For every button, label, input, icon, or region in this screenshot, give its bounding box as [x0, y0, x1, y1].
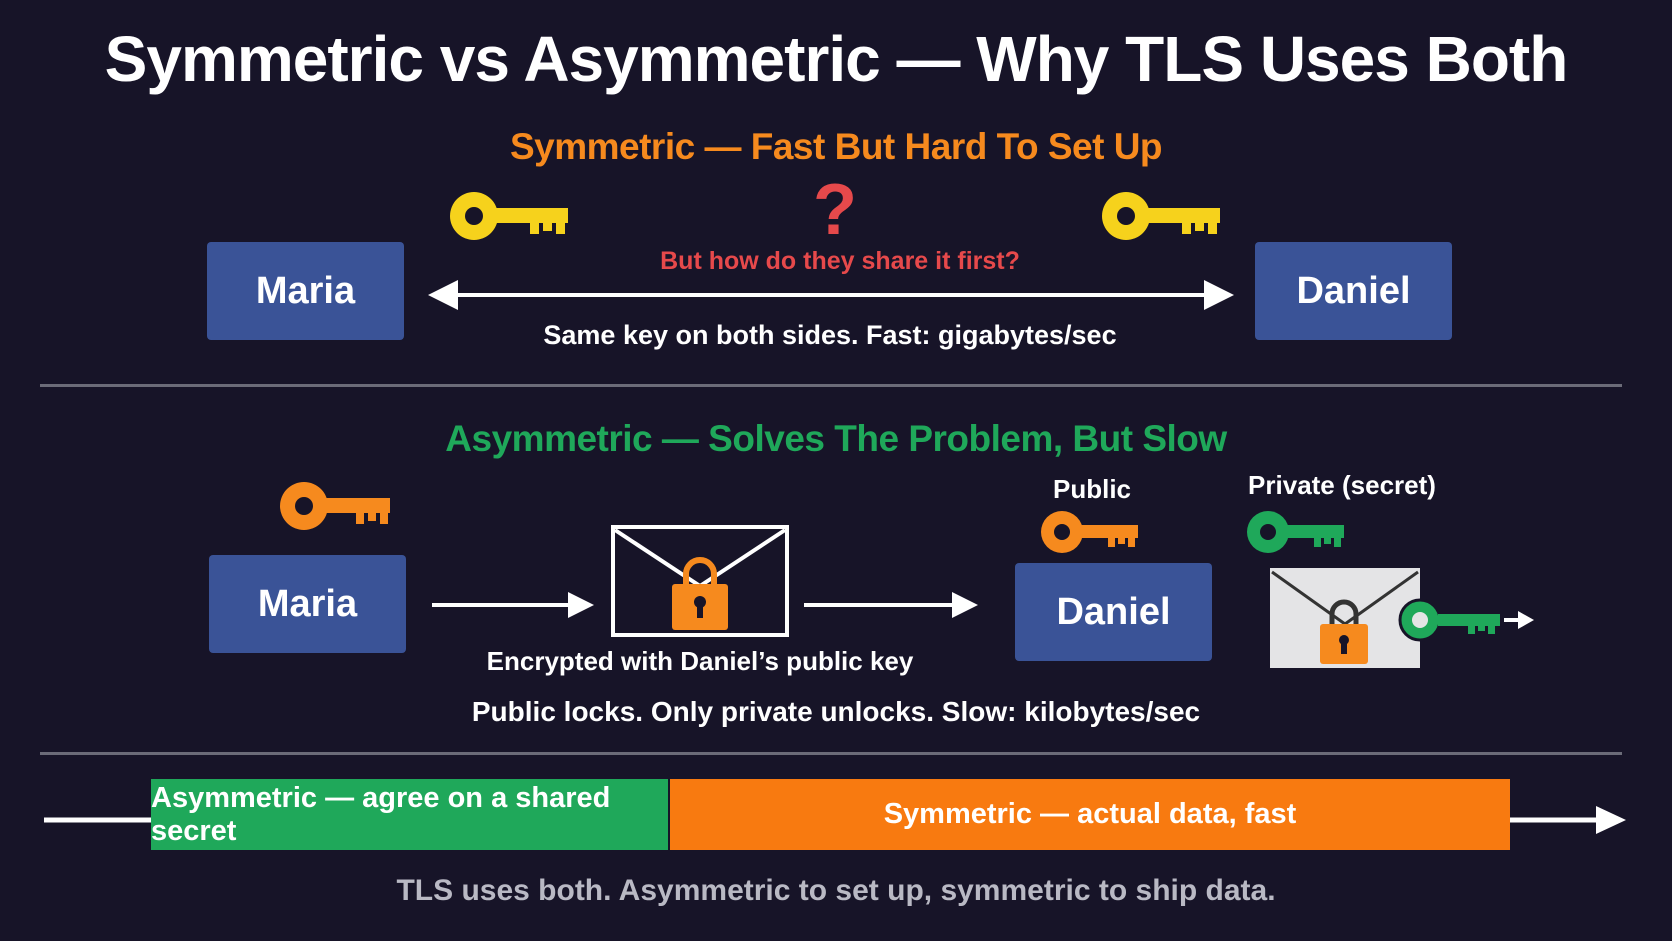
section-divider: [40, 752, 1622, 755]
asymmetric-caption: Public locks. Only private unlocks. Slow…: [471, 696, 1201, 727]
public-key-label: Public: [1052, 474, 1131, 504]
timeline-line: [44, 806, 1626, 834]
locked-envelope-icon: [611, 525, 789, 637]
key-icon: [280, 482, 390, 530]
arrow-right: [804, 592, 978, 618]
person-maria: Maria: [207, 242, 404, 340]
double-arrow: [428, 280, 1234, 310]
symmetric-caption: Same key on both sides. Fast: gigabytes/…: [543, 320, 1117, 350]
private-key-label: Private (secret): [1248, 470, 1436, 500]
private-key-icon: [1247, 511, 1344, 553]
asymmetric-phase-bar: Asymmetric — agree on a shared secret: [151, 779, 668, 850]
footer-caption: TLS uses both. Asymmetric to set up, sym…: [396, 874, 1276, 907]
symmetric-heading: Symmetric — Fast But Hard To Set Up: [509, 126, 1163, 167]
key-icon: [1102, 192, 1220, 240]
page-title: Symmetric vs Asymmetric — Why TLS Uses B…: [104, 23, 1569, 95]
envelope-caption: Encrypted with Daniel’s public key: [486, 646, 914, 676]
section-divider: [40, 384, 1622, 387]
symmetric-phase-bar: Symmetric — actual data, fast: [670, 779, 1510, 850]
person-daniel: Daniel: [1015, 563, 1212, 661]
unlocking-envelope-icon: [1270, 568, 1534, 668]
asymmetric-heading: Asymmetric — Solves The Problem, But Slo…: [445, 418, 1227, 459]
key-icon: [450, 192, 568, 240]
arrow-right: [432, 592, 594, 618]
question-text: But how do they share it first?: [660, 247, 1020, 275]
person-daniel: Daniel: [1255, 242, 1452, 340]
public-key-icon: [1041, 511, 1138, 553]
question-mark: ?: [813, 170, 857, 250]
person-maria: Maria: [209, 555, 406, 653]
